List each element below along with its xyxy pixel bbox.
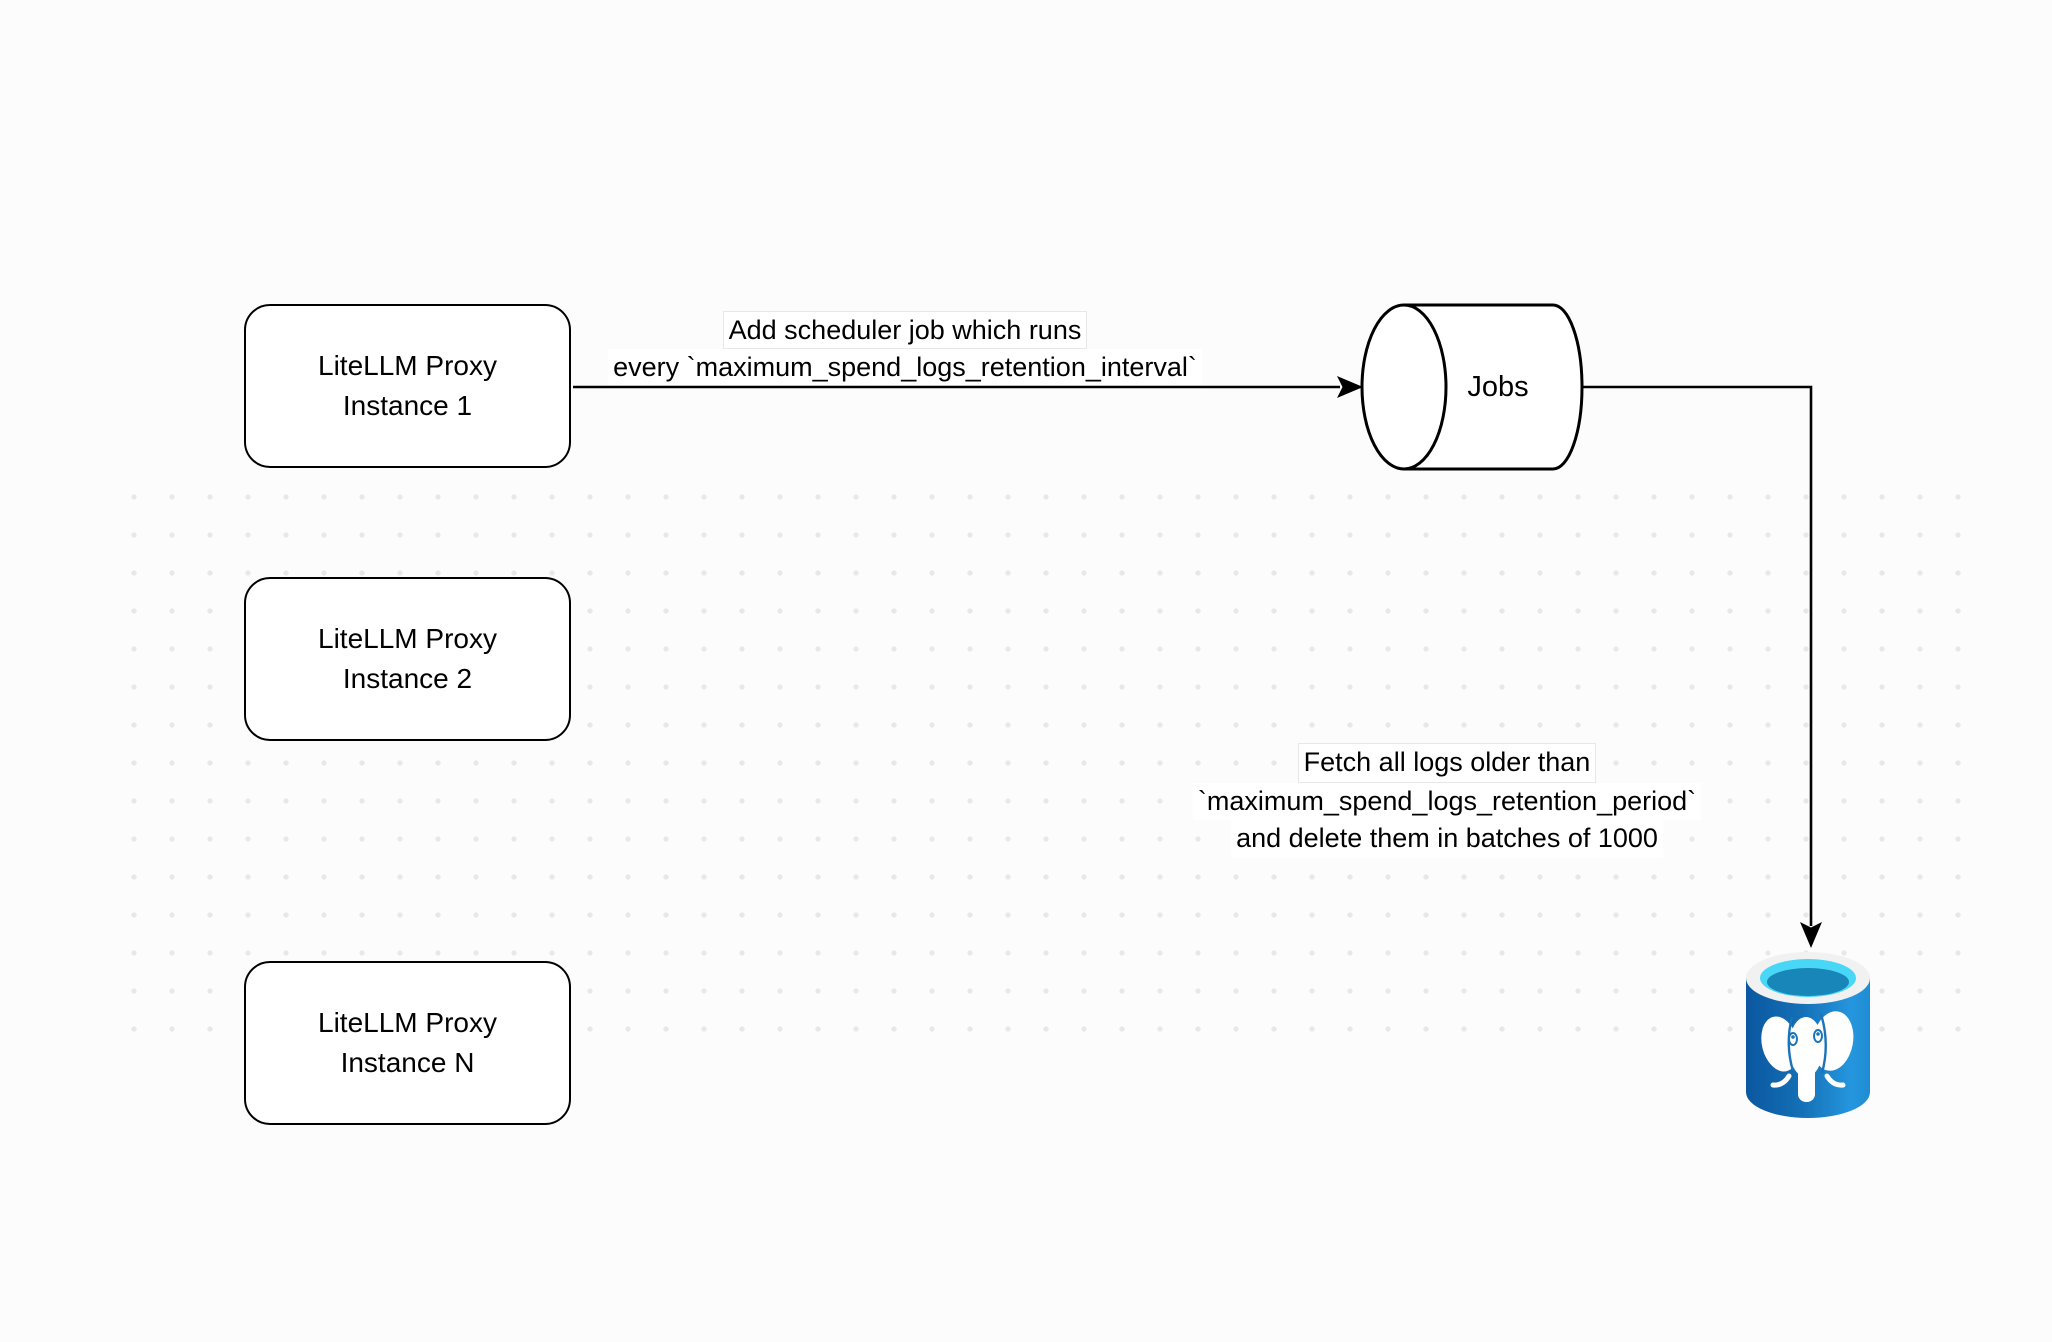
postgres-elephant-mark [1761, 1011, 1854, 1102]
edge-label-line: every `maximum_spend_logs_retention_inte… [608, 349, 1202, 385]
edge-label-line: Add scheduler job which runs [722, 311, 1088, 349]
edge-schedule-arrow [573, 376, 1363, 398]
postgresql-database-icon [1746, 952, 1870, 1118]
edge-label-line: `maximum_spend_logs_retention_period` [1192, 782, 1702, 820]
node-label: Instance N [340, 1047, 475, 1078]
edge-label-fetch: Fetch all logs older than `maximum_spend… [1117, 743, 1777, 858]
jobs-queue-shape [1360, 303, 1584, 471]
jobs-node-label: Jobs [1467, 371, 1529, 403]
node-litellm-proxy-instance-n: LiteLLM Proxy Instance N [244, 961, 571, 1125]
edge-label-line: and delete them in batches of 1000 [1231, 820, 1663, 858]
node-label: Instance 1 [342, 390, 473, 421]
node-label: LiteLLM Proxy [318, 1007, 497, 1038]
edge-label-line: Fetch all logs older than [1297, 743, 1597, 783]
edge-label-schedule: Add scheduler job which runs every `maxi… [555, 311, 1255, 385]
node-label: Instance 2 [342, 663, 473, 694]
node-litellm-proxy-instance-2: LiteLLM Proxy Instance 2 [244, 577, 571, 741]
edge-fetch-arrow [1582, 385, 1822, 948]
node-label: LiteLLM Proxy [318, 350, 497, 381]
node-label: LiteLLM Proxy [318, 623, 497, 654]
dot-grid-background [115, 478, 1979, 1050]
node-litellm-proxy-instance-1: LiteLLM Proxy Instance 1 [244, 304, 571, 468]
